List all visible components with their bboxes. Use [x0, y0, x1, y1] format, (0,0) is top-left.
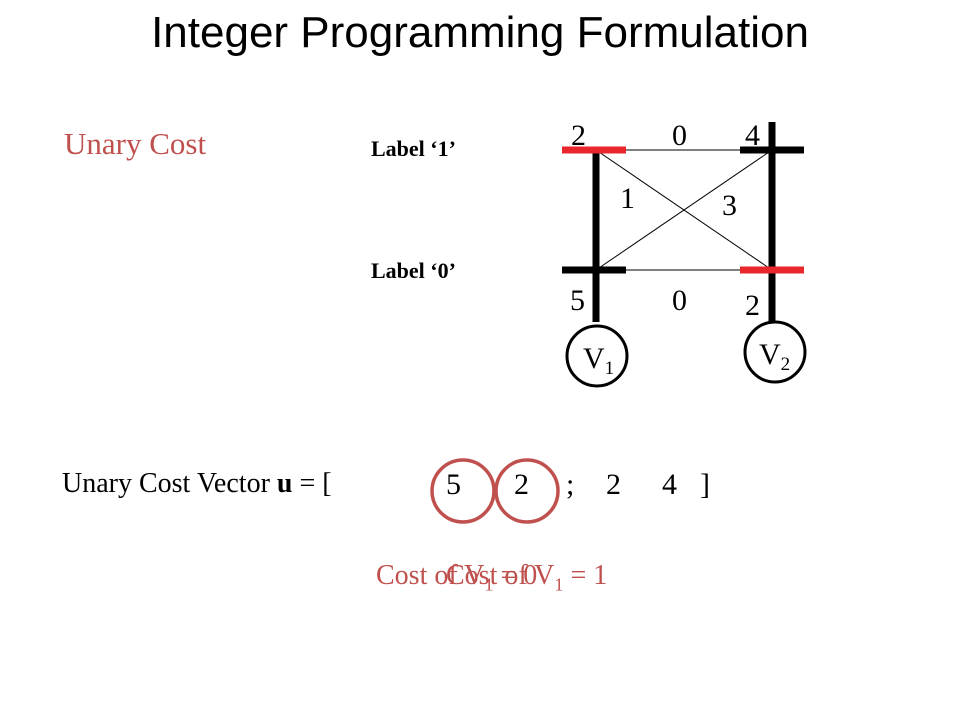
unary-cost-vector: Unary Cost Vector u = [ — [62, 468, 332, 500]
label-0-text: Label ‘0’ — [371, 258, 456, 283]
vector-close: ] — [700, 468, 710, 501]
v2-node — [743, 320, 807, 384]
v2-unary-label0: 2 — [745, 289, 760, 322]
slide-title: Integer Programming Formulation — [151, 8, 809, 57]
pairwise-diag-b: 3 — [722, 189, 737, 222]
vector-eq: = [ — [292, 468, 332, 499]
label-1-text: Label ‘1’ — [371, 136, 456, 161]
highlight-circle-2 — [494, 458, 560, 524]
pairwise-top: 0 — [672, 119, 687, 152]
vector-value-3: 2 — [606, 468, 621, 501]
v2-node-label: V2 — [759, 338, 790, 375]
cost-note-1: Cost of V1 = 0 — [376, 560, 538, 595]
vector-value-2: 2 — [514, 468, 529, 501]
v1-unary-label1: 2 — [571, 119, 586, 152]
v2-unary-label1: 4 — [745, 119, 760, 152]
vector-name: u — [276, 468, 293, 499]
vector-value-1: 5 — [446, 468, 461, 501]
section-label: Unary Cost — [64, 126, 207, 161]
edge-diag-b — [595, 149, 773, 271]
cost-note-2: Cost of V1 = 1 — [446, 560, 608, 595]
v1-node — [565, 324, 629, 388]
vector-value-4: 4 — [662, 468, 677, 501]
pairwise-diag-a: 1 — [620, 182, 635, 215]
highlight-circle-1 — [430, 458, 496, 524]
v1-node-label: V1 — [583, 342, 614, 379]
v1-unary-label0: 5 — [570, 284, 585, 317]
vector-separator: ; — [566, 468, 575, 501]
pairwise-bottom: 0 — [672, 284, 687, 317]
vector-prefix: Unary Cost Vector — [62, 468, 277, 499]
